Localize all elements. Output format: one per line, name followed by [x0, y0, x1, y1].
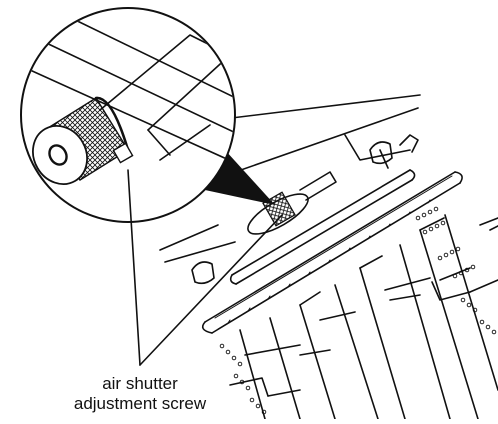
rail-tick-marks: [227, 199, 431, 324]
set-screw: [112, 142, 134, 164]
burner-tubes: [229, 214, 498, 419]
callout-label-line-1: air shutter: [102, 374, 178, 393]
air-shutter-rail: [201, 171, 463, 334]
callout-leader: [127, 169, 283, 366]
knurled-knob: [32, 96, 130, 185]
mounting-clip-right: [369, 141, 393, 165]
mounting-clip-left: [191, 261, 215, 285]
magnifier-detail: [20, 7, 236, 223]
screw-on-rail: [247, 171, 337, 235]
burner-box-outline: [159, 94, 421, 263]
upper-rail: [229, 169, 416, 285]
burner-port-holes: [219, 206, 497, 415]
callout-label-line-2: adjustment screw: [73, 394, 207, 413]
